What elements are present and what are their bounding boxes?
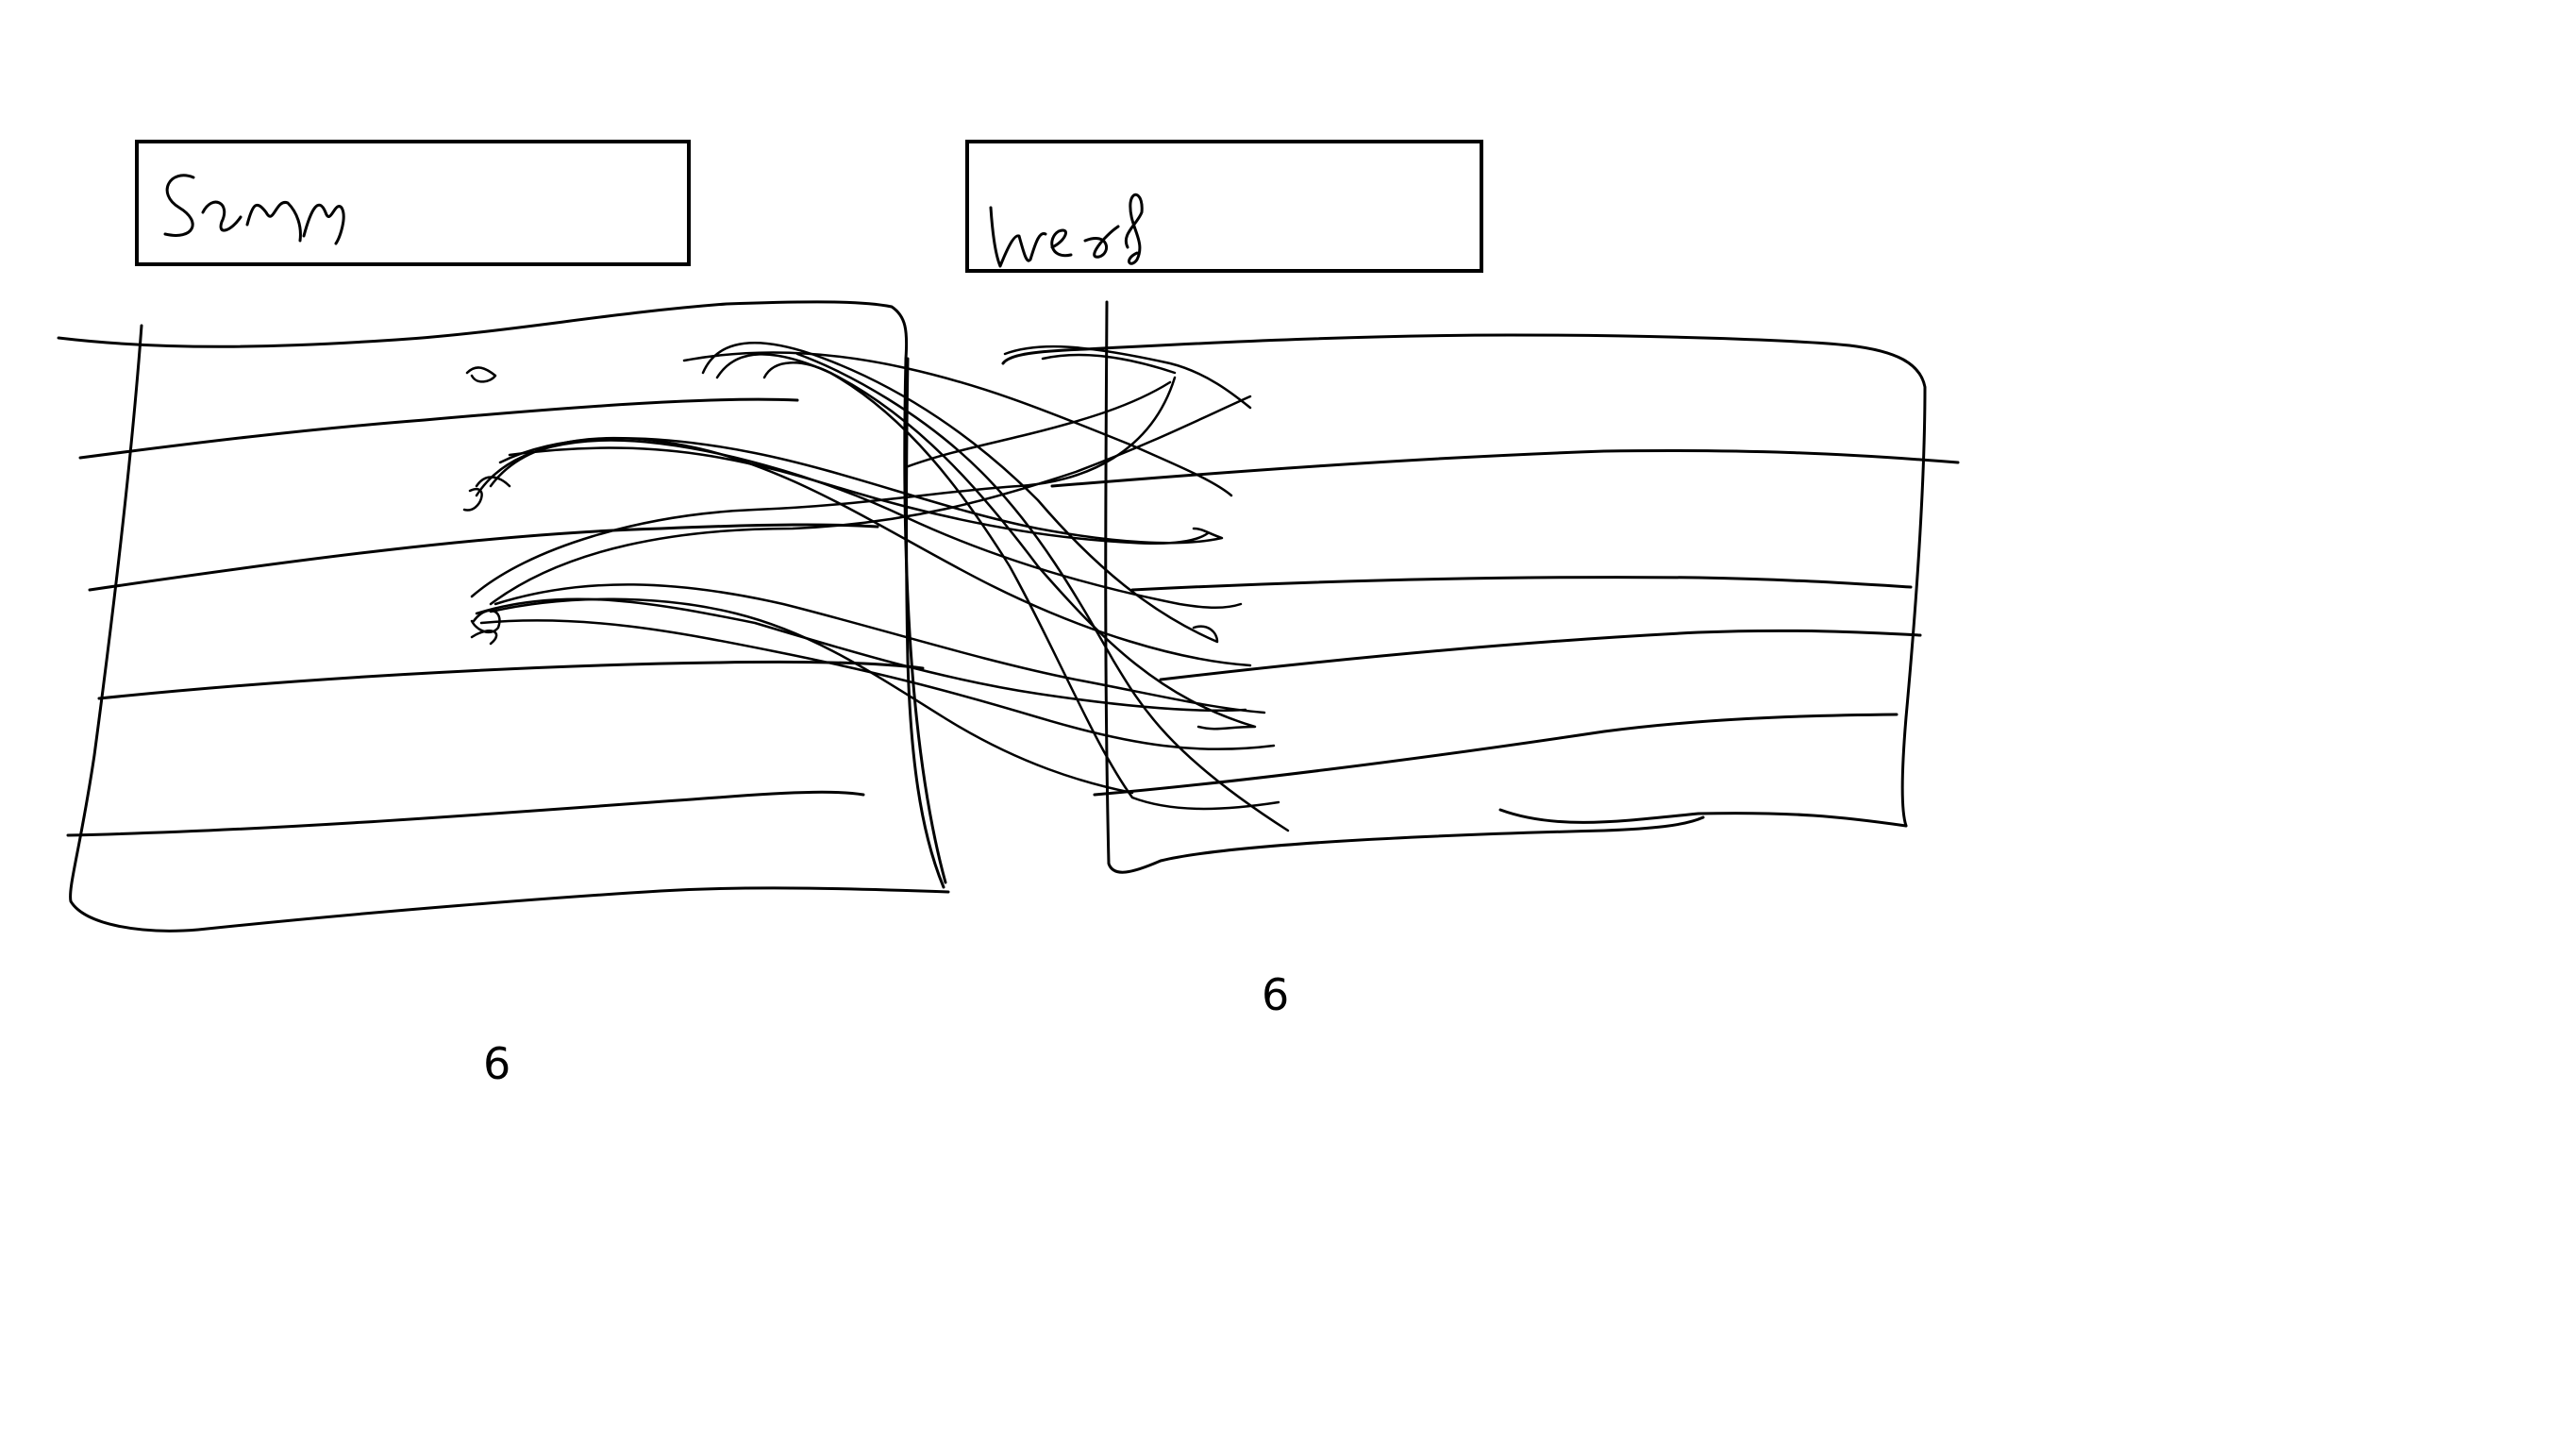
right-table [1001, 300, 1960, 874]
handwritten-name-sam [163, 174, 345, 245]
name-box-wes [965, 140, 1483, 273]
left-count: 6 [483, 1038, 510, 1089]
right-count: 6 [1262, 969, 1289, 1020]
mapping-connectors [462, 342, 1290, 832]
handwritten-name-wes [989, 193, 1144, 268]
name-box-sam [135, 140, 691, 266]
left-table [57, 300, 950, 933]
